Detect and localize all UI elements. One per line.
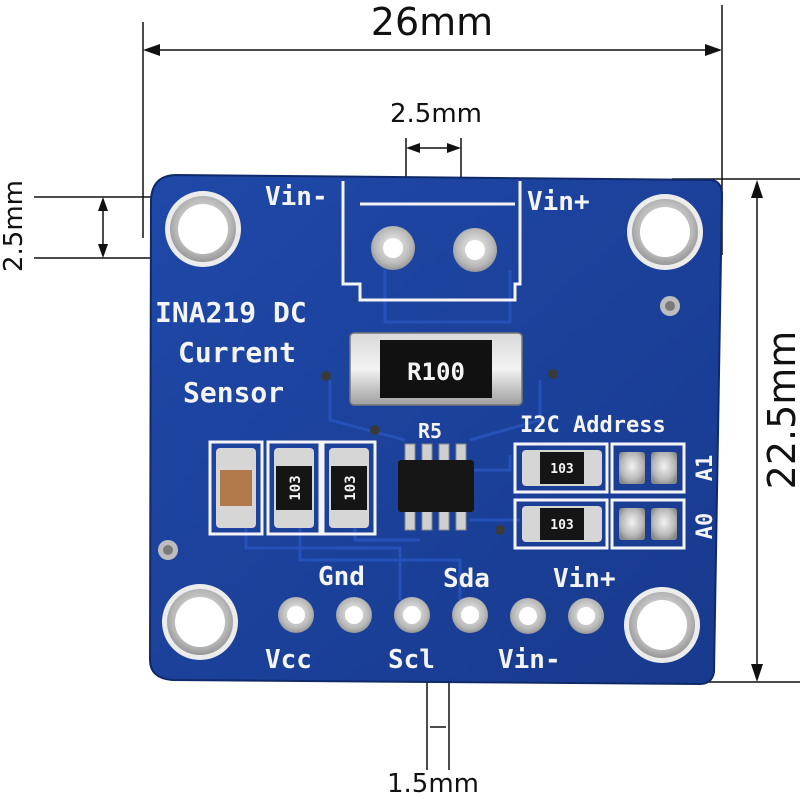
smd-resistor-middle: 103 [321, 440, 377, 536]
pin-label-gnd: Gnd [318, 562, 365, 592]
pcb: Vin- Vin+ INA219 DC Current Sensor R100 … [148, 173, 724, 686]
smd-capacitor [208, 440, 264, 536]
header-pins [278, 597, 604, 634]
smd-resistor-left: 103 [266, 440, 322, 536]
mounting-hole-bottom-right [624, 587, 700, 663]
board-title-line-2: Current [178, 336, 296, 369]
terminal-pitch-label: 2.5mm [390, 99, 482, 129]
height-dimension-label: 22.5mm [760, 331, 800, 490]
address-row-a0: 103 A0 [513, 498, 718, 550]
address-resistor-code-a0: 103 [550, 518, 573, 533]
pin-label-vin-minus: Vin- [498, 645, 561, 675]
pin-sda [452, 597, 488, 633]
mounting-hole-top-left [165, 191, 241, 267]
pin-vcc [278, 597, 314, 633]
address-row-a1: 103 A1 [513, 442, 718, 494]
pin-gap-label: 1.5mm [387, 769, 479, 799]
pin-label-vcc: Vcc [265, 645, 312, 675]
terminal-hole-left [371, 226, 415, 270]
pin-vin-minus [510, 598, 546, 634]
vias [158, 296, 680, 560]
pin-label-vin-plus: Vin+ [553, 564, 616, 594]
terminal-label-vin-minus: Vin- [265, 182, 328, 212]
shunt-resistor: R100 [349, 332, 523, 406]
shunt-marking: R100 [407, 358, 465, 386]
address-resistor-code-a1: 103 [550, 462, 573, 477]
resistor-code-middle: 103 [343, 475, 359, 500]
mounting-hole-bottom-left [162, 584, 238, 660]
pin-label-scl: Scl [388, 645, 435, 675]
terminal-block-outline [341, 181, 522, 302]
i2c-address-label: I2C Address [520, 413, 666, 438]
pin-label-sda: Sda [443, 564, 490, 594]
width-dimension-label: 26mm [371, 0, 493, 44]
board-title-line-3: Sensor [183, 376, 284, 409]
pin-scl [394, 597, 430, 633]
board-title-line-1: INA219 DC [155, 296, 307, 329]
terminal-label-vin-plus: Vin+ [527, 187, 590, 217]
address-label-a1: A1 [693, 455, 718, 482]
address-label-a0: A0 [693, 513, 718, 540]
pin-gnd [336, 597, 372, 633]
mounting-hole-top-right [627, 194, 703, 270]
ina219-chip [398, 443, 474, 531]
shunt-reference-label: R5 [418, 419, 442, 443]
resistor-code-left: 103 [288, 475, 304, 500]
terminal-hole-right [453, 228, 497, 272]
hole-spacing-label: 2.5mm [0, 180, 29, 272]
pin-vin-plus [568, 598, 604, 634]
